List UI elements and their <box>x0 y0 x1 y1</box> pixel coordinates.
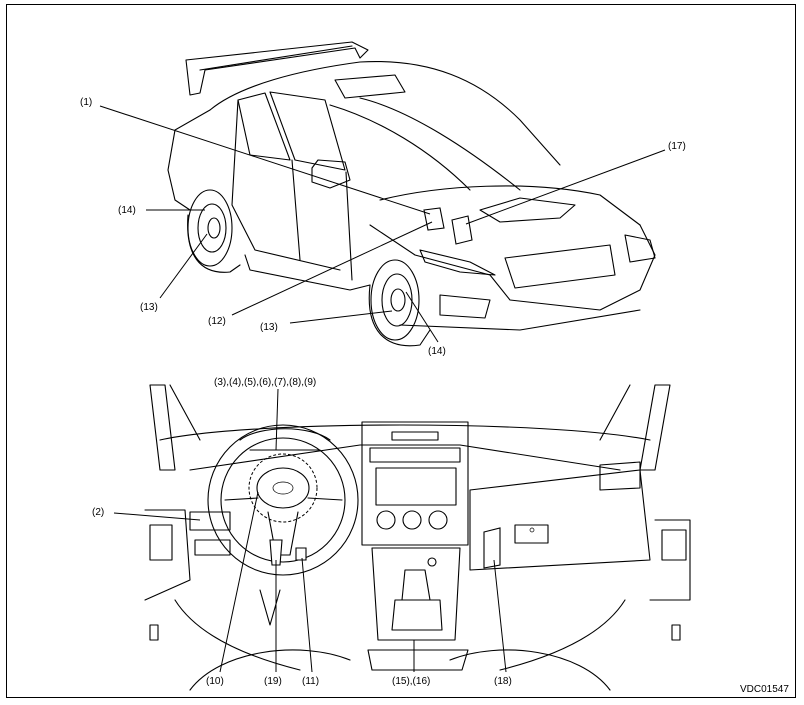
label-13-front: (13) <box>260 322 278 333</box>
label-19: (19) <box>264 676 282 687</box>
top-leader-lines <box>99 105 666 343</box>
label-14-rear: (14) <box>118 205 136 216</box>
car-exterior-drawing <box>167 41 656 347</box>
interior-drawing <box>144 384 691 691</box>
label-13-rear: (13) <box>140 302 158 313</box>
label-12: (12) <box>208 316 226 327</box>
bottom-leader-lines <box>113 388 507 673</box>
label-2: (2) <box>92 507 104 518</box>
top-labels: (1) (17) (14) (13) (12) (13) (14) <box>80 97 686 357</box>
label-15-16: (15),(16) <box>392 676 430 687</box>
bottom-labels: (3),(4),(5),(6),(7),(8),(9) (2) (10) (19… <box>92 377 512 687</box>
figure-code: VDC01547 <box>740 684 789 695</box>
label-14-front: (14) <box>428 346 446 357</box>
label-11: (11) <box>302 676 319 687</box>
label-3-to-9: (3),(4),(5),(6),(7),(8),(9) <box>214 377 316 388</box>
label-18: (18) <box>494 676 512 687</box>
label-10: (10) <box>206 676 224 687</box>
label-17: (17) <box>668 141 686 152</box>
label-1: (1) <box>80 97 92 108</box>
frame-border <box>6 4 796 698</box>
